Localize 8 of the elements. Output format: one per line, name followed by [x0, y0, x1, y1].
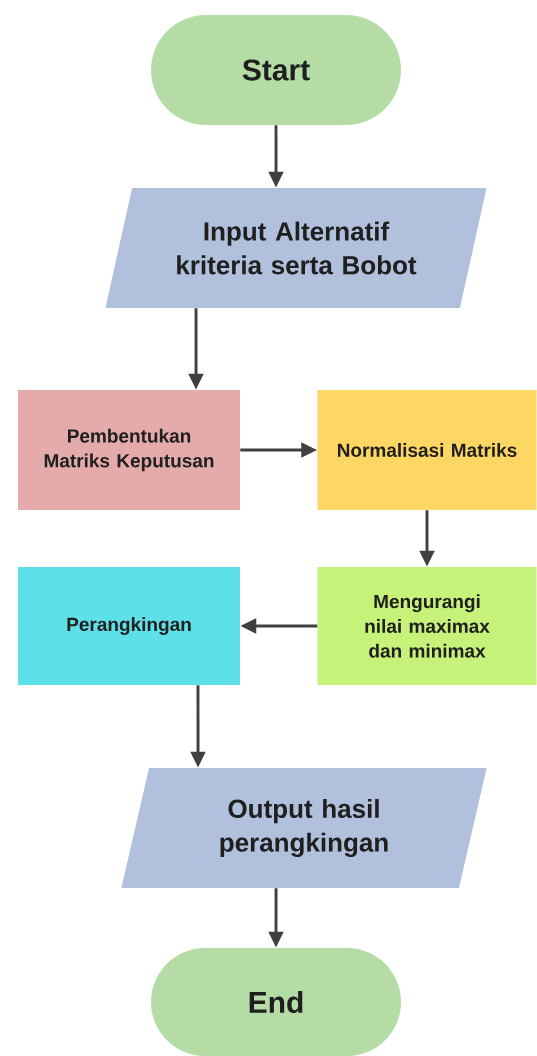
start-terminal: Start [151, 15, 401, 125]
end-terminal: End [151, 948, 401, 1056]
process-box: Perangkingan [18, 567, 240, 685]
process-box: Mengurangi nilai maximax dan minimax [317, 567, 537, 685]
process-box: Normalisasi Matriks [317, 390, 537, 510]
process-box: Pembentukan Matriks Keputusan [18, 390, 240, 510]
output-parallelogram: Output hasil perangkingan [121, 768, 487, 888]
input-parallelogram: Input Alternatif kriteria serta Bobot [105, 188, 487, 308]
